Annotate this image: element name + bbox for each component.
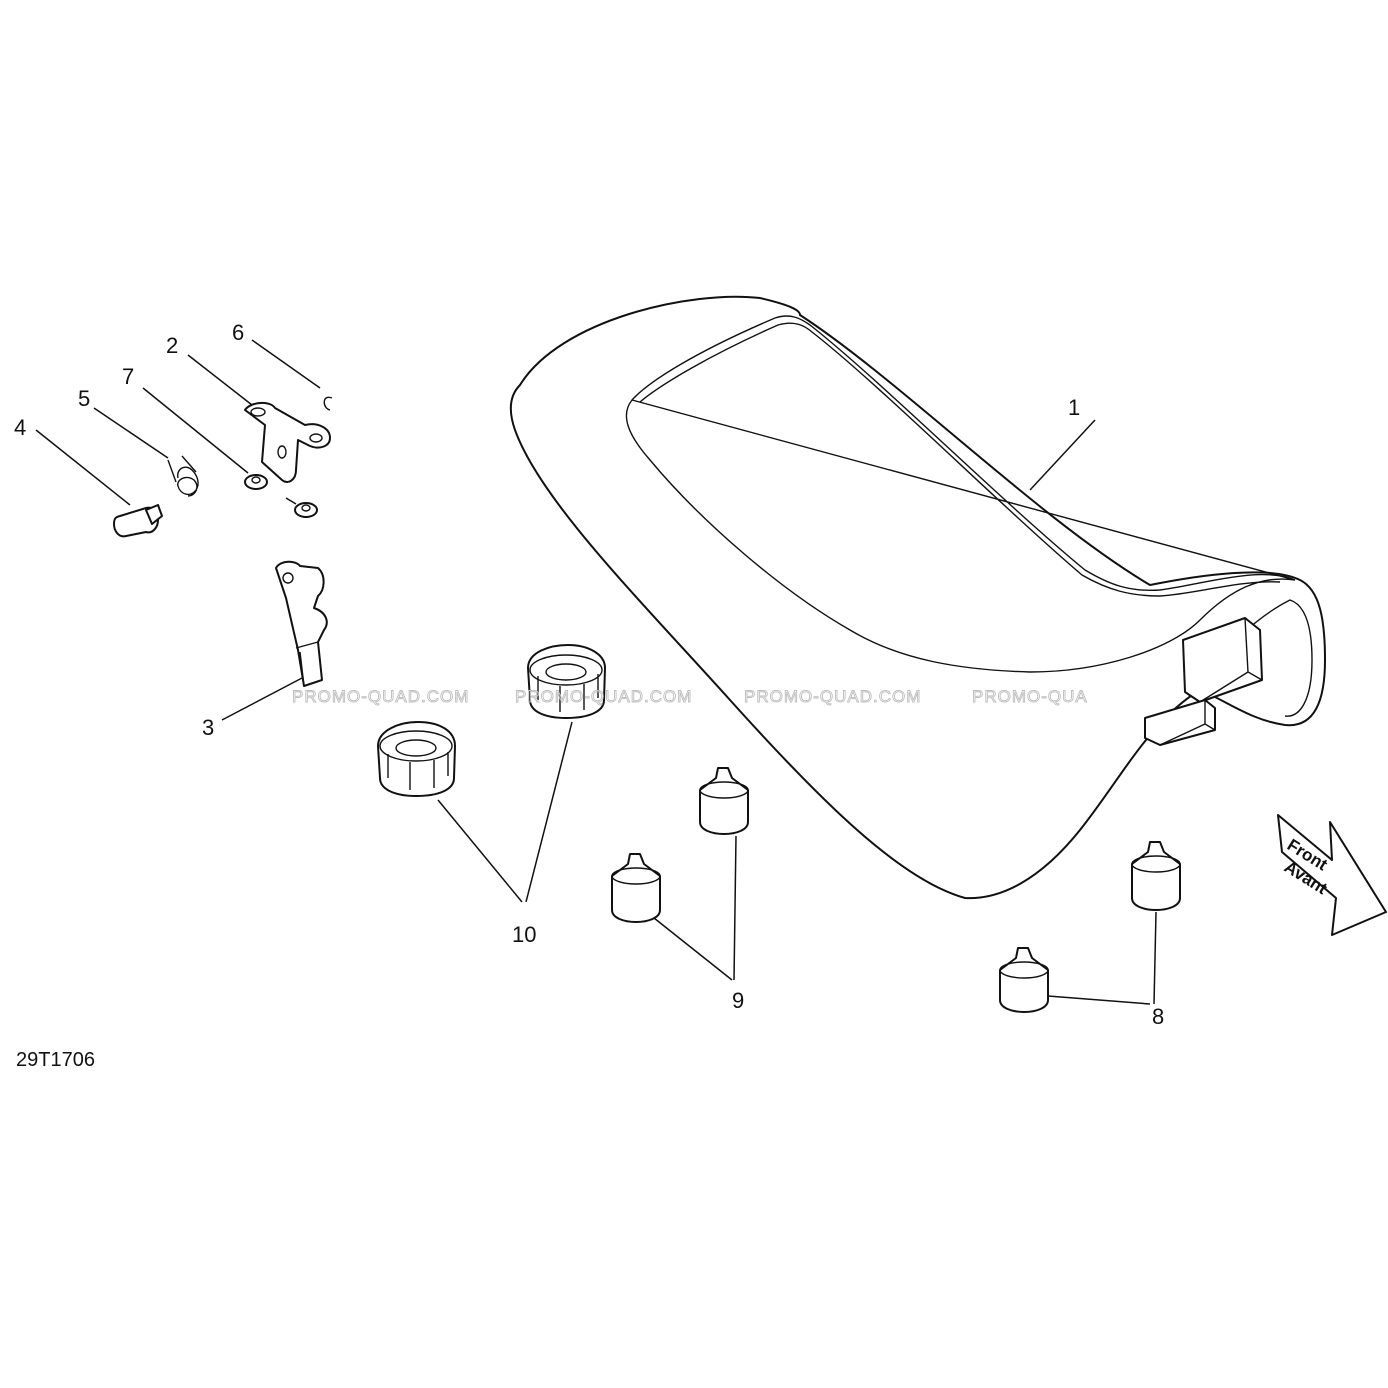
latch-lever-part[interactable]	[221, 560, 328, 721]
seat-stopper-part[interactable]	[999, 841, 1181, 1013]
flange-nut-part[interactable]	[142, 387, 318, 518]
callout-1: 1	[1068, 395, 1080, 420]
pivot-pin-part[interactable]	[35, 429, 163, 538]
rubber-bumper-part[interactable]	[611, 767, 749, 981]
front-direction-arrow: Front Avant	[1277, 814, 1387, 936]
seat-part[interactable]	[509, 295, 1326, 900]
retaining-clip-part[interactable]	[251, 339, 333, 411]
callout-4: 4	[14, 415, 26, 440]
callout-10: 10	[512, 922, 536, 947]
rubber-grommet-part[interactable]	[377, 644, 606, 903]
watermark-text: PROMO-QUA	[972, 687, 1088, 706]
callout-5: 5	[78, 386, 90, 411]
callout-9: 9	[732, 988, 744, 1013]
callout-7: 7	[122, 364, 134, 389]
torsion-spring-part[interactable]	[93, 407, 199, 497]
watermark-text: PROMO-QUAD.COM	[744, 687, 921, 706]
watermark-text: PROMO-QUAD.COM	[515, 687, 692, 706]
watermark-text: PROMO-QUAD.COM	[292, 687, 469, 706]
latch-bracket-part[interactable]	[187, 354, 331, 483]
callout-3: 3	[202, 715, 214, 740]
callout-8: 8	[1152, 1004, 1164, 1029]
callout-6: 6	[232, 320, 244, 345]
diagram-reference-code: 29T1706	[16, 1049, 95, 1071]
callout-2: 2	[166, 333, 178, 358]
